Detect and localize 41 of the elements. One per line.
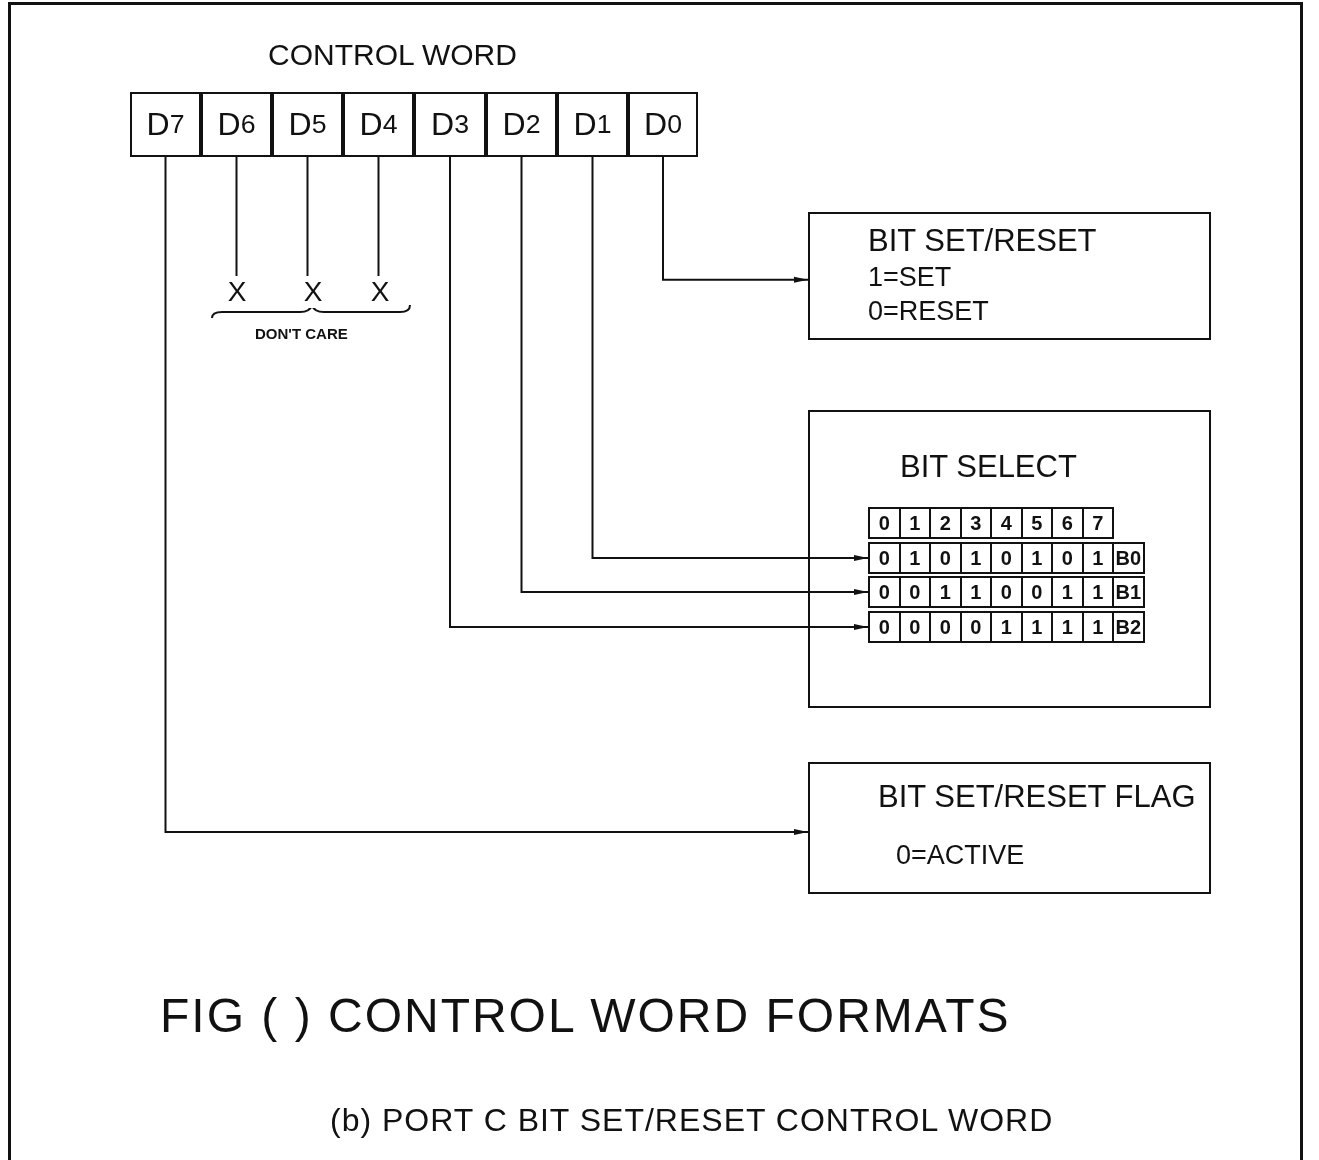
figure-title: FIG ( ) CONTROL WORD FORMATS [160, 988, 1011, 1043]
box-heading: BIT SET/RESET [868, 222, 1097, 260]
arrow [449, 156, 869, 630]
table-cell: 0 [990, 542, 1023, 574]
table-cell: 1 [929, 576, 962, 608]
table-cell: 1 [990, 611, 1023, 643]
connector-line [377, 156, 380, 277]
table-cell: 0 [868, 576, 901, 608]
table-cell: 6 [1051, 507, 1084, 539]
table-cell: 0 [1051, 542, 1084, 574]
box-heading: BIT SET/RESET FLAG [878, 778, 1196, 816]
arrow [520, 156, 869, 595]
box-text: 1=SET [868, 261, 952, 294]
register-heading: CONTROL WORD [268, 38, 517, 72]
box-heading: BIT SELECT [900, 448, 1077, 486]
table-cell: 0 [929, 611, 962, 643]
arrow [662, 156, 809, 283]
table-cell: B2 [1112, 611, 1145, 643]
table-cell: B1 [1112, 576, 1145, 608]
figure-caption: (b) PORT C BIT SET/RESET CONTROL WORD [330, 1102, 1054, 1139]
connector-line [306, 156, 309, 277]
table-cell: 7 [1081, 507, 1114, 539]
connector-line [235, 156, 238, 277]
arrow [591, 156, 869, 561]
table-cell: 2 [929, 507, 962, 539]
description-box [808, 762, 1211, 894]
note-text: DON'T CARE [255, 325, 348, 342]
table-cell: 4 [990, 507, 1023, 539]
description-box [808, 410, 1211, 708]
table-cell: 1 [1051, 611, 1084, 643]
table-cell: 0 [868, 507, 901, 539]
table-cell: 0 [990, 576, 1023, 608]
table-cell: 1 [1051, 576, 1084, 608]
table-cell: 0 [868, 611, 901, 643]
table-cell: B0 [1112, 542, 1145, 574]
box-text: 0=RESET [868, 295, 989, 328]
box-text: 0=ACTIVE [896, 839, 1025, 872]
description-box [808, 212, 1211, 340]
table-cell: 0 [929, 542, 962, 574]
table-cell: 0 [868, 542, 901, 574]
arrow [164, 156, 809, 835]
